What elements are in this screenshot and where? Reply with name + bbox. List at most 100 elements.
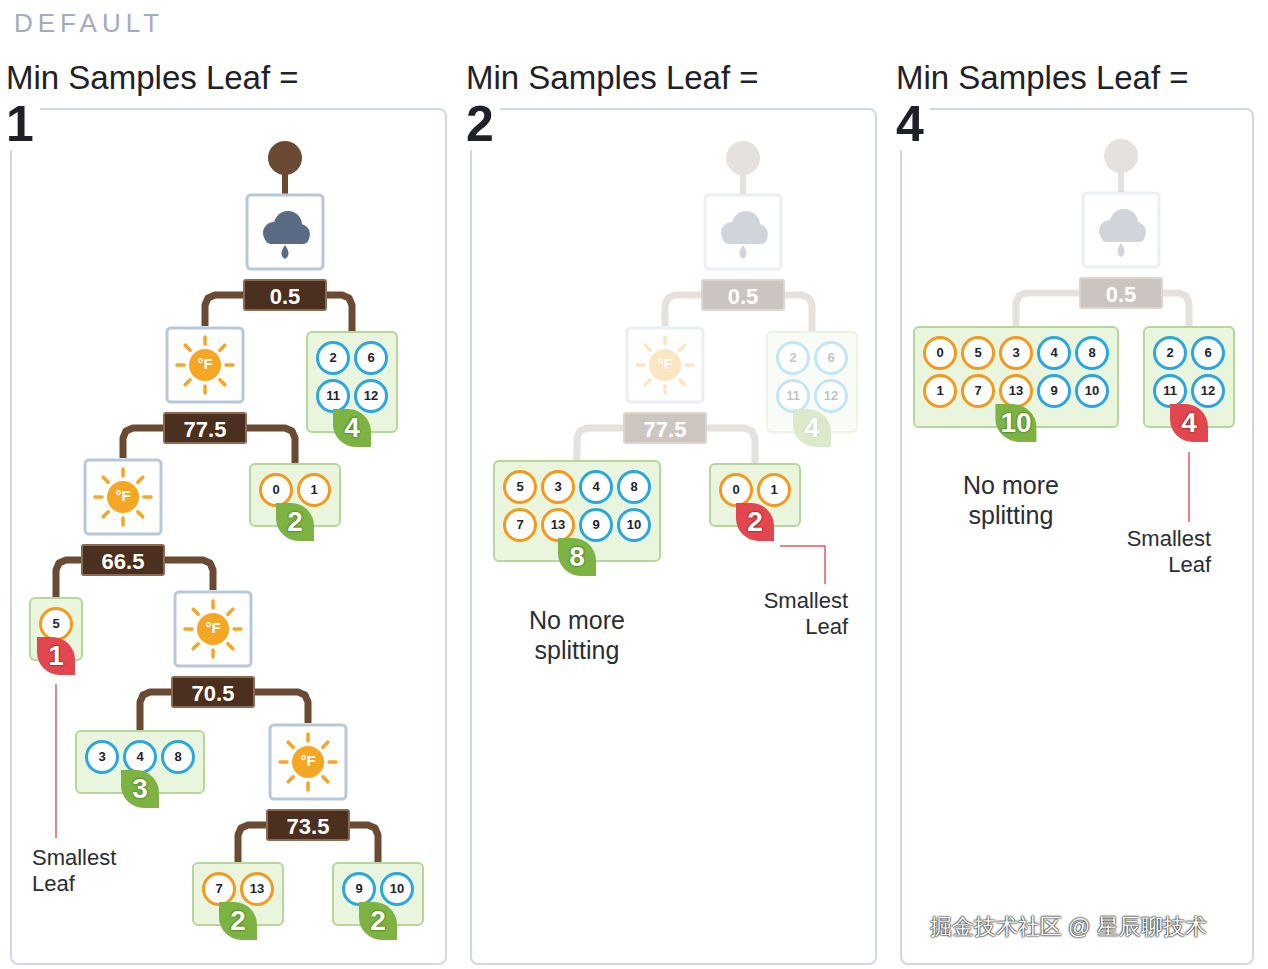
branch-connector: [238, 825, 266, 862]
leaf-box: 2611124: [766, 331, 858, 433]
branch-connector: [665, 295, 701, 326]
sample-circle: 11: [316, 379, 350, 413]
unit-symbol: °F: [83, 484, 163, 508]
sample-grid: 05348 1713910: [923, 336, 1109, 408]
sample-circle: 10: [617, 508, 651, 542]
sample-circle: 1: [297, 473, 331, 507]
sample-circle: 13: [240, 872, 274, 906]
feature-icon: °F: [165, 326, 245, 404]
sample-count: 8: [558, 538, 596, 576]
panel: Min Samples Leaf =20.5°F77.5261112453487…: [470, 108, 877, 965]
sample-circle: 3: [541, 470, 575, 504]
branch-connector: [255, 692, 308, 723]
sample-circle: 1: [923, 374, 957, 408]
panel-heading: Min Samples Leaf =: [466, 58, 765, 98]
threshold-band: 77.5: [163, 412, 247, 444]
parameter-value: 4: [896, 98, 930, 150]
branch-connector: [165, 560, 213, 590]
sample-count: 1: [37, 637, 75, 675]
sample-circle: 6: [354, 341, 388, 375]
feature-icon: [245, 193, 325, 271]
decision-node: °F66.5: [81, 458, 165, 576]
branch-connector: [1163, 293, 1189, 326]
sample-circle: 11: [1153, 374, 1187, 408]
sample-count: 3: [121, 770, 159, 808]
branch-connector: [140, 692, 171, 730]
sample-circle: 13: [999, 374, 1033, 408]
leaf-box: 53487139108: [493, 460, 661, 562]
watermark: 掘金技术社区 @ 星辰聊技术: [930, 914, 1260, 940]
sample-circle: 12: [354, 379, 388, 413]
sample-circle: 5: [961, 336, 995, 370]
sample-grid: 261112: [776, 341, 848, 413]
threshold-band: 0.5: [701, 279, 785, 311]
sample-circle: 1: [757, 473, 791, 507]
sample-grid: 348: [85, 740, 195, 774]
decision-node: °F 73.5: [266, 723, 350, 841]
unit-symbol: °F: [625, 352, 705, 376]
leaf-box: 2611124: [1143, 326, 1235, 428]
unit-symbol: °F: [268, 749, 348, 773]
sample-grid: 910: [342, 872, 414, 906]
panel-title: Min Samples Leaf =2: [466, 58, 765, 150]
sample-circle: 8: [1075, 336, 1109, 370]
branch-connector: [1016, 293, 1079, 326]
root-node: [268, 141, 302, 194]
sample-circle: 7: [503, 508, 537, 542]
threshold-band: 73.5: [266, 809, 350, 841]
sample-circle: 7: [202, 872, 236, 906]
branch-connector: [785, 295, 812, 331]
leaf-box: 7132: [192, 862, 284, 926]
sample-circle: 6: [1191, 336, 1225, 370]
sample-circle: 8: [161, 740, 195, 774]
branch-connector: [123, 428, 163, 458]
leaf-box: 012: [249, 463, 341, 527]
threshold-band: 77.5: [623, 412, 707, 444]
preset-tag: DEFAULT: [14, 8, 274, 39]
sample-circle: 13: [541, 508, 575, 542]
sample-circle: 11: [776, 379, 810, 413]
sample-circle: 0: [719, 473, 753, 507]
sample-circle: 0: [259, 473, 293, 507]
leaf-box: 05348171391010: [913, 326, 1119, 428]
threshold-band: 0.5: [1079, 277, 1163, 309]
sample-circle: 3: [999, 336, 1033, 370]
leaf-box: 51: [29, 597, 83, 661]
sample-count: 4: [1170, 404, 1208, 442]
sample-count: 2: [276, 503, 314, 541]
threshold-band: 0.5: [243, 279, 327, 311]
decision-node: °F70.5: [171, 590, 255, 708]
annotation: No more splitting: [507, 605, 647, 665]
sample-circle: 0: [923, 336, 957, 370]
branch-connector: [350, 825, 378, 862]
leaf-box: 9102: [332, 862, 424, 926]
sample-circle: 7: [961, 374, 995, 408]
sample-circle: 12: [814, 379, 848, 413]
sample-count: 4: [333, 409, 371, 447]
leader-line: [56, 452, 1189, 838]
panel-heading: Min Samples Leaf =: [6, 58, 305, 98]
sample-circle: 2: [316, 341, 350, 375]
leaf-box: 3483: [75, 730, 205, 794]
panel-heading: Min Samples Leaf =: [896, 58, 1195, 98]
sample-count: 2: [359, 902, 397, 940]
sample-circle: 10: [1075, 374, 1109, 408]
branch-connector: [247, 428, 295, 463]
unit-symbol: °F: [165, 352, 245, 376]
sample-circle: 3: [85, 740, 119, 774]
sample-circle: 6: [814, 341, 848, 375]
sample-circle: 9: [1037, 374, 1071, 408]
panel-title: Min Samples Leaf =4: [896, 58, 1195, 150]
sample-circle: 4: [123, 740, 157, 774]
annotation: Smallest Leaf: [736, 588, 848, 640]
parameter-value: 1: [6, 98, 40, 150]
sample-count: 10: [995, 404, 1036, 442]
branch-connector: [56, 560, 81, 597]
leaf-box: 2611124: [306, 331, 398, 433]
rain-icon: [703, 193, 783, 271]
decision-node: °F 77.5: [163, 326, 247, 444]
sample-circle: 4: [1037, 336, 1071, 370]
decision-node: °F 77.5: [623, 326, 707, 444]
parameter-value: 2: [466, 98, 500, 150]
